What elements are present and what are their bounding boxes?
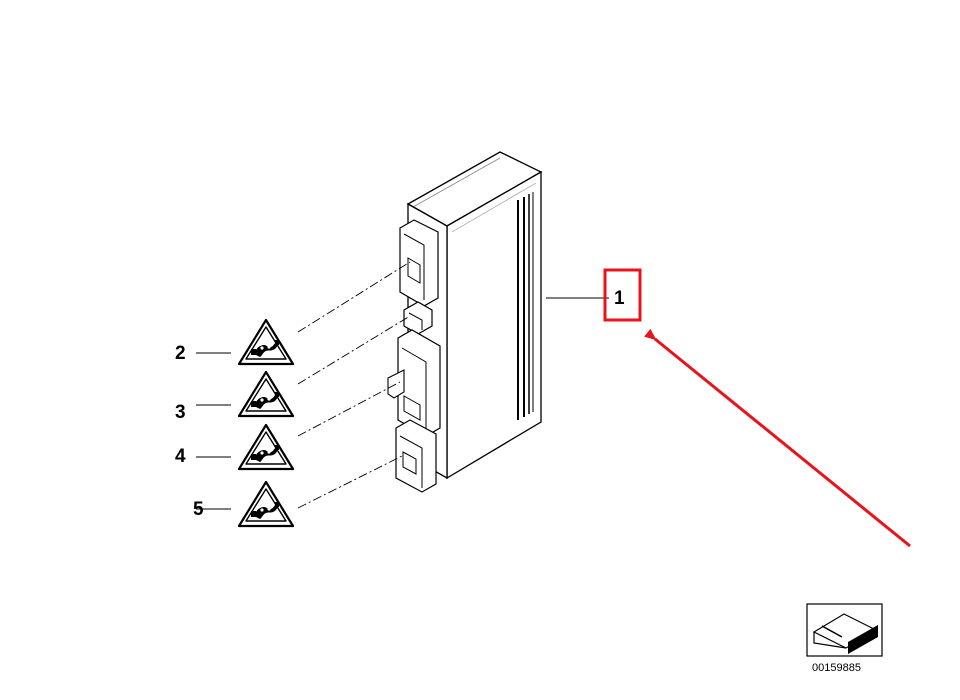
warning-triangle-icon-4 [237, 423, 295, 471]
callout-1-highlight-box [603, 268, 642, 322]
callout-5[interactable]: 5 [193, 499, 204, 520]
warning-triangle-icon-3 [237, 370, 295, 418]
leader-lines [196, 261, 609, 510]
highlight-arrow [644, 328, 911, 548]
control-module [387, 151, 543, 493]
warning-triangle-icon-2 [237, 318, 295, 366]
diagram-reference-badge [806, 603, 883, 657]
callout-4[interactable]: 4 [175, 446, 186, 467]
callout-1[interactable]: 1 [614, 288, 625, 309]
callout-3[interactable]: 3 [175, 402, 186, 423]
warning-triangle-icon-5 [237, 480, 295, 528]
callout-2[interactable]: 2 [175, 343, 186, 364]
diagram-number: 00159885 [812, 662, 861, 674]
